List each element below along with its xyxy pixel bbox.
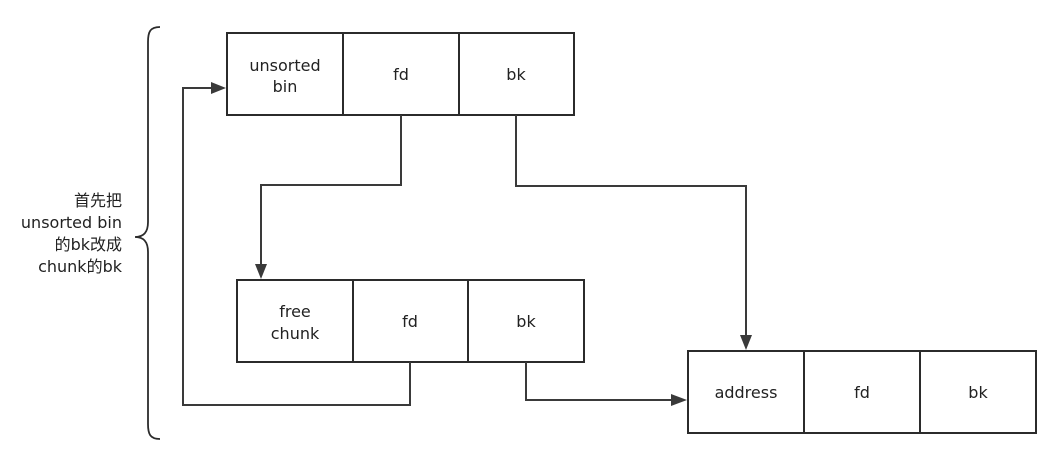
- address-node: address fd bk: [687, 350, 1037, 434]
- free-chunk-name-line-1: free: [279, 302, 311, 321]
- free-chunk-name-line-2: chunk: [271, 324, 320, 343]
- address-fd-label: fd: [854, 383, 870, 402]
- address-box: [687, 350, 1037, 434]
- arrow-free-bk-to-address: [525, 362, 687, 406]
- arrow-free-fd-to-unsorted-bin: [182, 82, 411, 406]
- note-line-1: 首先把: [74, 191, 122, 210]
- unsorted-bin-name-line-1: unsorted: [249, 56, 320, 75]
- unsorted-bin-fd-label: fd: [393, 65, 409, 84]
- arrowhead-right: [211, 82, 226, 94]
- free-chunk-node: free chunk fd bk: [236, 279, 585, 363]
- unsorted-bin-box: [226, 32, 575, 116]
- unsorted-bin-node: unsorted bin fd bk: [226, 32, 575, 116]
- unsorted-bin-name-line-2: bin: [273, 77, 298, 96]
- left-curly-brace: [134, 26, 161, 440]
- note-line-2: unsorted bin: [21, 213, 122, 232]
- arrowhead-right: [671, 394, 687, 406]
- free-chunk-bk-label: bk: [516, 312, 536, 331]
- free-chunk-fd-label: fd: [402, 312, 418, 331]
- address-name-label: address: [715, 383, 778, 402]
- arrowhead-down: [740, 335, 752, 350]
- arrow-unsorted-bk-to-address: [515, 115, 752, 350]
- note-line-4: chunk的bk: [38, 257, 123, 276]
- note-line-3: 的bk改成: [55, 235, 122, 254]
- arrowhead-down: [255, 264, 267, 279]
- address-bk-label: bk: [968, 383, 988, 402]
- unsorted-bin-bk-label: bk: [506, 65, 526, 84]
- arrow-unsorted-fd-to-free-chunk: [255, 115, 402, 279]
- free-chunk-box: [236, 279, 585, 363]
